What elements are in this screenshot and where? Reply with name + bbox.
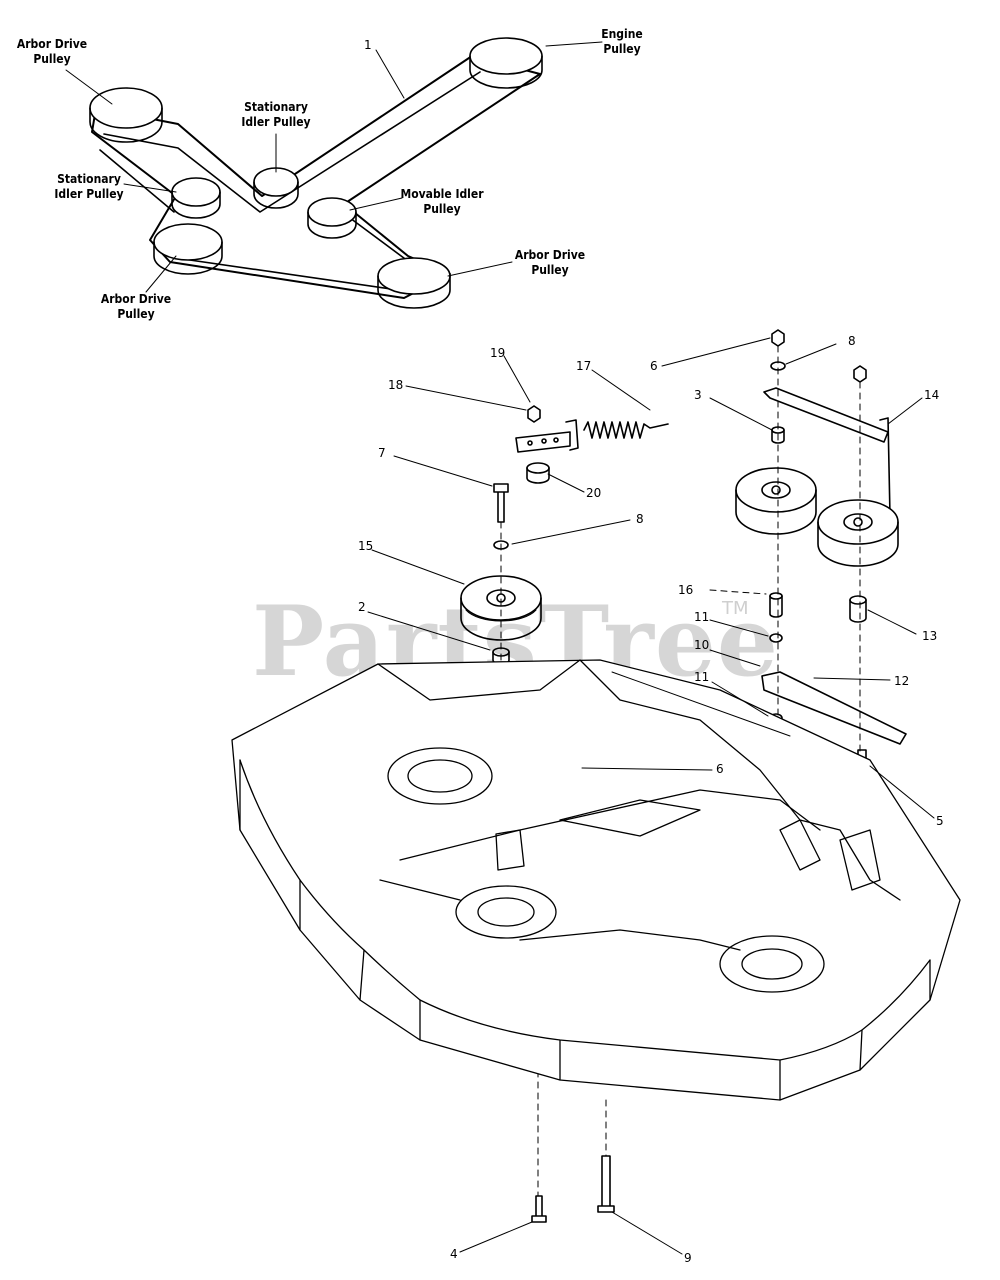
pulley-arbor-left [153, 223, 223, 275]
bolt-9 [597, 1155, 615, 1213]
label-arbor-drive-bottom: Arbor Drive Pulley [100, 292, 172, 321]
callout-11-a: 11 [694, 610, 710, 624]
callout-3: 3 [694, 388, 702, 402]
label-arbor-drive-top: Arbor Drive Pulley [16, 37, 88, 66]
pulley-arbor-right [377, 257, 451, 309]
mower-deck [231, 659, 961, 1101]
callout-18: 18 [388, 378, 404, 392]
callout-6-top: 6 [650, 359, 658, 373]
callout-7: 7 [378, 446, 386, 460]
callout-2: 2 [358, 600, 366, 614]
label-engine-pulley: Engine Pulley [601, 27, 643, 56]
nut-14 [853, 365, 867, 383]
label-stationary-idler-left: Stationary Idler Pulley [54, 172, 124, 201]
spacer-20 [526, 462, 550, 484]
callout-1: 1 [364, 38, 372, 52]
idler-hardware [460, 329, 907, 1197]
callout-17: 17 [576, 359, 592, 373]
callout-16: 16 [678, 583, 694, 597]
label-arbor-drive-right: Arbor Drive Pulley [514, 248, 586, 277]
callout-15: 15 [358, 539, 374, 553]
callout-10: 10 [694, 638, 710, 652]
bolt-4 [531, 1195, 547, 1223]
washer-11a [769, 633, 783, 643]
pulley-3-stack [735, 467, 817, 535]
callout-leaders [367, 337, 935, 1255]
callout-4: 4 [450, 1247, 458, 1261]
spring-17 [583, 421, 669, 439]
callout-11-b: 11 [694, 670, 710, 684]
spacer-16 [769, 592, 783, 618]
label-movable-idler: Movable Idler Pulley [400, 187, 484, 216]
pulley-stationary-left [171, 177, 221, 219]
callout-13: 13 [922, 629, 938, 643]
callout-8-top: 8 [848, 334, 856, 348]
callout-8: 8 [636, 512, 644, 526]
callout-5: 5 [936, 814, 944, 828]
callout-12: 12 [894, 674, 910, 688]
nut-18 [527, 405, 541, 423]
pulley-engine [469, 37, 543, 89]
belt-routing [65, 37, 603, 309]
callout-19: 19 [490, 346, 506, 360]
callout-6: 6 [716, 762, 724, 776]
callout-20: 20 [586, 486, 602, 500]
pulley-14-stack [817, 499, 899, 567]
pulley-movable-idler [307, 197, 357, 239]
idler-arm-12 [761, 671, 907, 745]
bolt-7 [493, 483, 509, 523]
bracket-19 [515, 419, 579, 453]
watermark-tm: TM [722, 598, 749, 619]
pulley-15 [460, 575, 542, 641]
spacer-13 [849, 595, 867, 623]
idler-arm-14 [763, 387, 891, 517]
callout-9: 9 [684, 1251, 692, 1265]
pulley-arbor-top [89, 87, 163, 143]
label-stationary-idler-top: Stationary Idler Pulley [241, 100, 311, 129]
nut-6 [771, 329, 785, 347]
callout-14: 14 [924, 388, 940, 402]
